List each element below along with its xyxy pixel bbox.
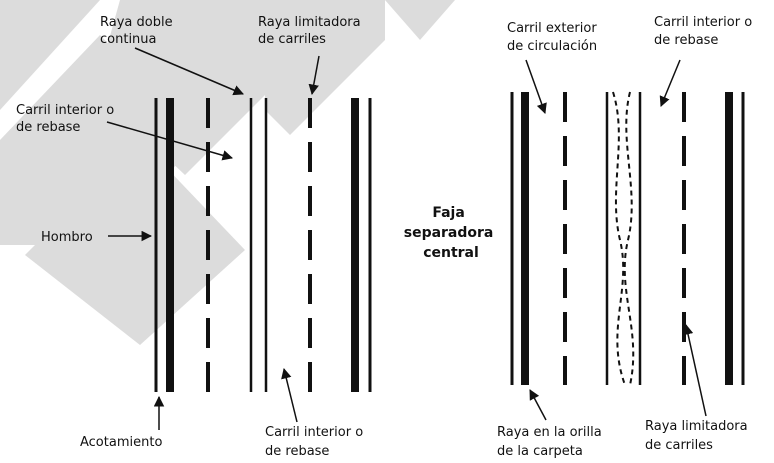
bg-diamond-2 — [95, 0, 265, 175]
left-road — [154, 98, 372, 392]
bg-diamond-4 — [25, 140, 245, 345]
label-hombro: Hombro — [41, 230, 93, 245]
left-labels: Raya doble continua Raya limitadora de c… — [16, 15, 367, 459]
arrow-carril-interior-bottom — [281, 367, 298, 423]
label-raya-limitadora-right: Raya limitadora de carriles — [645, 419, 752, 453]
label-raya-doble: Raya doble continua — [100, 15, 177, 47]
r-median-dashed-curve-b — [623, 91, 635, 386]
arrow-raya-doble — [134, 47, 244, 96]
bg-diamond-6 — [385, 0, 455, 40]
bg-diamond-1 — [0, 0, 100, 110]
arrow-carril-interior-right — [659, 59, 681, 107]
background-decoration — [0, 0, 455, 345]
arrow-raya-limitadora-left — [308, 55, 320, 96]
label-carril-interior-top: Carril interior o de rebase — [16, 103, 118, 135]
label-carril-interior-bottom: Carril interior o de rebase — [265, 425, 367, 459]
right-road — [510, 91, 745, 386]
label-raya-orilla: Raya en la orilla de la carpeta — [497, 425, 606, 459]
label-carril-exterior: Carril exterior de circulación — [507, 21, 601, 54]
label-faja-separadora: Faja separadora central — [404, 205, 499, 261]
arrow-raya-limitadora-right — [682, 323, 707, 417]
r-median-dashed-curve-a — [612, 91, 626, 386]
label-carril-interior-right: Carril interior o de rebase — [654, 15, 756, 48]
right-labels: Carril exterior de circulación Carril in… — [497, 15, 756, 459]
arrows — [106, 47, 707, 430]
arrow-raya-orilla — [529, 389, 547, 421]
arrow-carril-exterior — [525, 59, 547, 114]
arrow-carril-interior-top — [106, 121, 234, 161]
label-acotamiento: Acotamiento — [80, 435, 162, 450]
label-raya-limitadora-left: Raya limitadora de carriles — [258, 15, 365, 47]
bg-diamond-5 — [265, 0, 385, 135]
